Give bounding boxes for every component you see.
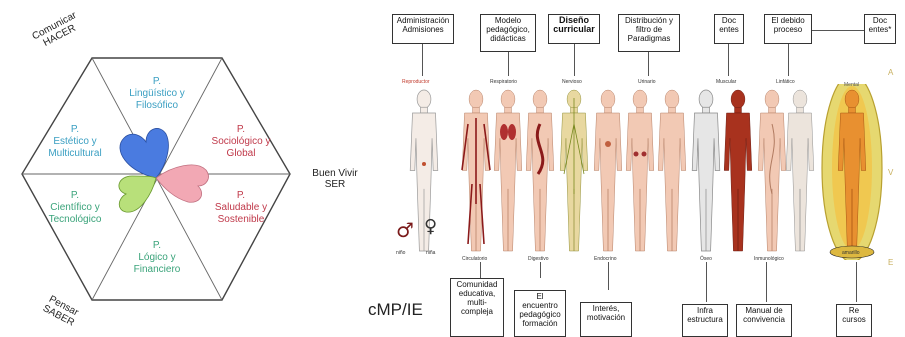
- side-letter-a: A: [888, 68, 893, 77]
- box-debido-proceso: El debido proceso: [764, 14, 812, 44]
- female-symbol: ♀: [424, 216, 437, 237]
- segment-logico: P. Lógico y Financiero: [112, 240, 202, 276]
- label-inmunologico: Inmunológico: [754, 256, 784, 262]
- box-docentes-2: Doc entes*: [864, 14, 896, 44]
- body-figures: [380, 84, 905, 260]
- label-mental: Mental: [844, 82, 859, 88]
- male-symbol: ♂: [396, 218, 414, 242]
- box-distribucion: Distribución y filtro de Paradigmas: [618, 14, 680, 52]
- segment-cientifico: P. Científico y Tecnológico: [30, 190, 120, 226]
- box-administracion: Administración Admisiones: [392, 14, 454, 44]
- caption-male: niño: [396, 250, 405, 256]
- segment-estetico: P. Estético y Multicultural: [30, 124, 120, 160]
- aura-label: amarillo: [842, 250, 860, 256]
- segment-saludable: P. Saludable y Sostenible: [196, 190, 286, 226]
- hexagon-diagram: Comunicar HACER Buen Vivir SER Pensar SA…: [0, 0, 380, 337]
- side-letter-v: V: [888, 168, 893, 177]
- box-manual: Manual de convivencia: [736, 304, 792, 337]
- label-digestivo: Digestivo: [528, 256, 549, 262]
- box-diseno-curricular: Diseño curricular: [548, 14, 600, 44]
- box-infraestructura: Infra estructura: [682, 304, 728, 337]
- box-comunidad: Comunidad educativa, multi- compleja: [450, 278, 504, 337]
- label-endocrino: Endocrino: [594, 256, 617, 262]
- corner-label-buen-vivir: Buen Vivir SER: [296, 168, 374, 190]
- segment-sociologico: P. Sociológico y Global: [196, 124, 286, 160]
- box-recursos: Re cursos: [836, 304, 872, 337]
- body-systems-diagram: Administración Admisiones Modelo pedagóg…: [380, 0, 905, 337]
- box-docentes: Doc entes: [714, 14, 744, 44]
- box-modelo-pedagogico: Modelo pedagógico, didácticas: [480, 14, 536, 52]
- watermark-cmp-ie: cMP/IE: [368, 300, 423, 320]
- segment-linguistico: P. Lingüístico y Filosófico: [112, 76, 202, 112]
- box-encuentro: El encuentro pedagógico formación: [514, 290, 566, 337]
- side-letter-e: E: [888, 258, 893, 267]
- box-interes: Interés, motivación: [580, 302, 632, 337]
- label-circulatorio: Circulatorio: [462, 256, 487, 262]
- caption-female: niña: [426, 250, 435, 256]
